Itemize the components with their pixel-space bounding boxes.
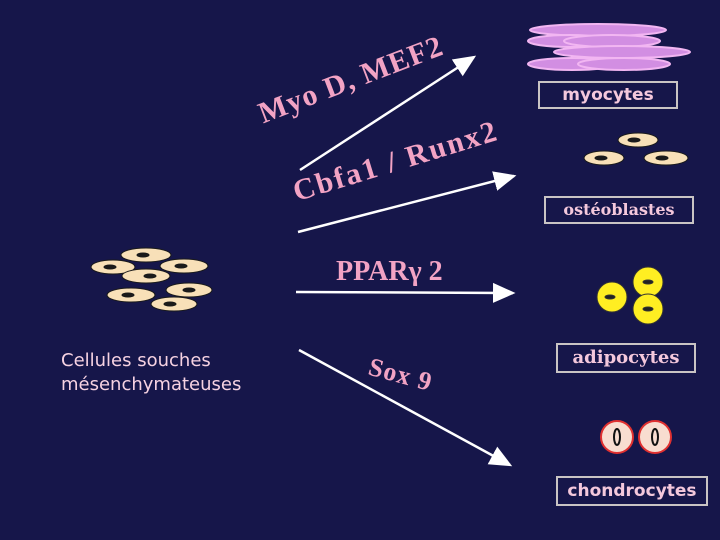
ppar-gamma-2-label: PPARγ 2	[336, 256, 443, 287]
myocyte-cells	[527, 23, 691, 71]
chondrocyte-cells	[600, 420, 672, 454]
adipocyte-cells	[596, 266, 664, 325]
arrow-adipocytes	[295, 282, 516, 303]
chondrocytes-label-box: chondrocytes	[556, 476, 708, 506]
arrow-osteoblasts	[297, 171, 517, 234]
arrow-myocytes	[299, 55, 477, 172]
myocytes-label-box: myocytes	[538, 81, 678, 109]
stem-cells	[90, 247, 213, 312]
osteoblast-cells	[583, 132, 689, 166]
stem-cells-label: Cellules souches mésenchymateuses	[61, 350, 242, 395]
osteoblasts-label-box: ostéoblastes	[544, 196, 694, 224]
adipocytes-label-box: adipocytes	[556, 343, 696, 373]
arrow-chondrocytes	[298, 348, 513, 467]
